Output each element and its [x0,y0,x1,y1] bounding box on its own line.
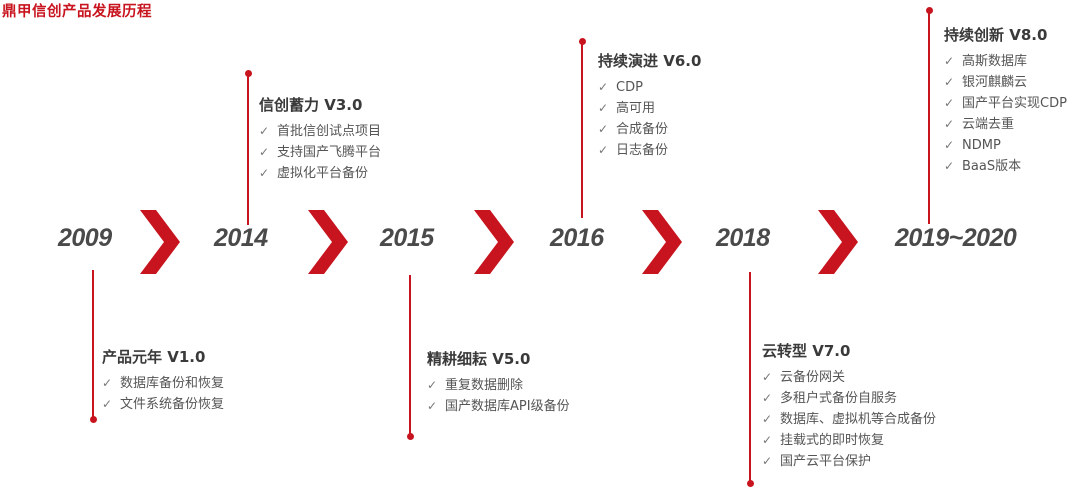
feature-item: ✓日志备份 [598,140,701,161]
feature-item: ✓多租户式备份自服务 [762,388,936,409]
check-icon: ✓ [944,75,955,89]
milestone-card-2019-2020: 持续创新 V8.0 ✓高斯数据库 ✓银河麒麟云 ✓国产平台实现CDP ✓云端去重… [944,24,1067,177]
feature-item: ✓高可用 [598,98,701,119]
feature-item: ✓BaaS版本 [944,156,1067,177]
chevron-right-icon [140,210,180,274]
feature-item: ✓NDMP [944,135,1067,156]
connector-dot-2016 [578,38,586,45]
feature-item: ✓云端去重 [944,114,1067,135]
chevron-right-icon [474,210,514,274]
connector-dot-2009 [89,416,97,423]
chevron-right-icon [818,210,858,274]
year-label-2019-2020: 2019~2020 [895,224,1017,252]
check-icon: ✓ [762,391,773,405]
connector-line-2016 [581,43,583,218]
check-icon: ✓ [944,117,955,131]
feature-item: ✓首批信创试点项目 [259,121,381,142]
feature-item: ✓云备份网关 [762,367,936,388]
check-icon: ✓ [598,80,609,94]
connector-line-2014 [247,75,249,225]
check-icon: ✓ [944,138,955,152]
milestone-heading: 云转型 V7.0 [762,342,851,360]
feature-item: ✓国产平台实现CDP [944,93,1067,114]
connector-dot-2018 [746,480,754,487]
feature-item: ✓银河麒麟云 [944,72,1067,93]
check-icon: ✓ [598,101,609,115]
connector-dot-2015 [406,433,414,440]
feature-item: ✓文件系统备份恢复 [102,394,224,415]
milestone-card-2018: 云转型 V7.0 ✓云备份网关 ✓多租户式备份自服务 ✓数据库、虚拟机等合成备份… [762,340,936,472]
check-icon: ✓ [944,54,955,68]
milestone-card-2009: 产品元年 V1.0 ✓数据库备份和恢复 ✓文件系统备份恢复 [102,346,224,415]
milestone-heading: 信创蓄力 V3.0 [259,96,363,114]
chevron-right-icon [308,210,348,274]
check-icon: ✓ [762,370,773,384]
check-icon: ✓ [259,166,270,180]
year-label-2016: 2016 [550,224,604,252]
connector-dot-2019-2020 [925,7,933,14]
milestone-card-2014: 信创蓄力 V3.0 ✓首批信创试点项目 ✓支持国产飞腾平台 ✓虚拟化平台备份 [259,94,381,184]
check-icon: ✓ [598,143,609,157]
milestone-card-2015: 精耕细耘 V5.0 ✓重复数据删除 ✓国产数据库API级备份 [427,348,570,417]
check-icon: ✓ [427,378,438,392]
feature-item: ✓数据库、虚拟机等合成备份 [762,409,936,430]
connector-line-2019-2020 [928,12,930,224]
check-icon: ✓ [762,454,773,468]
feature-item: ✓合成备份 [598,119,701,140]
feature-item: ✓国产数据库API级备份 [427,396,570,417]
connector-line-2018 [749,272,751,484]
check-icon: ✓ [259,124,270,138]
year-label-2009: 2009 [58,224,112,252]
check-icon: ✓ [944,159,955,173]
connector-line-2009 [92,270,94,422]
check-icon: ✓ [259,145,270,159]
check-icon: ✓ [944,96,955,110]
connector-line-2015 [409,275,411,438]
feature-item: ✓挂载式的即时恢复 [762,430,936,451]
feature-item: ✓虚拟化平台备份 [259,163,381,184]
milestone-heading: 持续创新 V8.0 [944,26,1048,44]
check-icon: ✓ [762,412,773,426]
check-icon: ✓ [427,399,438,413]
check-icon: ✓ [102,397,113,411]
feature-item: ✓重复数据删除 [427,375,570,396]
check-icon: ✓ [102,376,113,390]
check-icon: ✓ [598,122,609,136]
year-label-2014: 2014 [214,224,268,252]
check-icon: ✓ [762,433,773,447]
milestone-heading: 精耕细耘 V5.0 [427,350,531,368]
feature-item: ✓国产云平台保护 [762,451,936,472]
milestone-card-2016: 持续演进 V6.0 ✓CDP ✓高可用 ✓合成备份 ✓日志备份 [598,50,701,161]
year-label-2018: 2018 [716,224,770,252]
milestone-heading: 持续演进 V6.0 [598,52,702,70]
connector-dot-2014 [244,70,252,77]
feature-item: ✓支持国产飞腾平台 [259,142,381,163]
feature-item: ✓CDP [598,77,701,98]
page-title: 鼎甲信创产品发展历程 [2,4,152,20]
chevron-right-icon [642,210,682,274]
feature-item: ✓高斯数据库 [944,51,1067,72]
year-label-2015: 2015 [380,224,434,252]
feature-item: ✓数据库备份和恢复 [102,373,224,394]
milestone-heading: 产品元年 V1.0 [102,348,206,366]
